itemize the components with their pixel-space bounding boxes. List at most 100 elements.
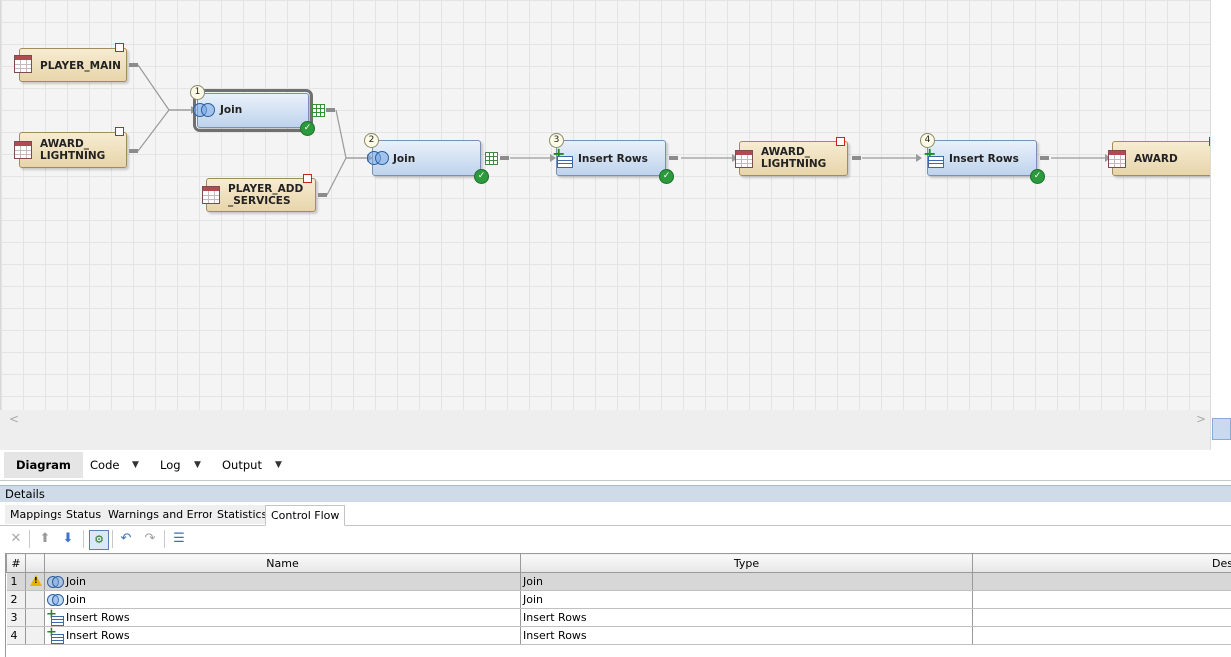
column-header-description[interactable]: Desc [972,553,1231,573]
properties-icon[interactable]: ☰ [173,531,185,546]
row-name-cell[interactable]: +Insert Rows [44,608,521,627]
transform-node-join-1[interactable]: Join ✓ [193,89,315,136]
toolbar-separator [164,530,165,548]
chevron-down-icon[interactable]: ▼ [275,460,282,470]
tab-diagram[interactable]: Diagram [4,452,83,478]
chevron-down-icon[interactable]: ▼ [132,460,139,470]
row-name-cell[interactable]: Join [44,590,521,609]
table-node-award-lightning-source[interactable]: AWARD_ LIGHTNING [14,127,127,168]
chevron-down-icon[interactable]: ▼ [194,460,201,470]
column-header-name[interactable]: Name [44,553,521,573]
node-label: Insert Rows [578,153,648,165]
auto-order-icon[interactable]: ⚙ [89,530,109,550]
row-name: Join [66,593,87,606]
node-label: AWARD [1134,153,1178,165]
table-icon [202,186,220,204]
table-icon [14,141,32,159]
tab-output[interactable]: Output [222,458,262,472]
table-node-award[interactable]: AWARD [1108,137,1211,176]
success-check-icon: ✓ [300,121,315,136]
scroll-right-icon[interactable]: > [1196,412,1207,426]
row-name-cell[interactable]: Join [44,572,521,591]
row-type: Join [520,572,973,591]
row-type: Insert Rows [520,608,973,627]
horizontal-scrollbar[interactable]: < > [0,410,1210,450]
insert-rows-icon: + [923,146,944,168]
row-name: Insert Rows [66,611,130,624]
move-up-icon[interactable]: ⬆ [39,531,51,546]
tab-mappings[interactable]: Mappings [5,505,69,524]
status-badge-icon [115,43,124,52]
row-type: Insert Rows [520,626,973,645]
tab-warnings-and-errors[interactable]: Warnings and Errors [103,505,226,524]
column-header-type[interactable]: Type [520,553,973,573]
row-description [972,608,1231,627]
scroll-left-icon[interactable]: < [9,412,20,426]
output-port[interactable] [129,63,138,67]
row-name: Join [66,575,87,588]
step-number-badge: 2 [364,133,379,148]
connection-lines [137,64,1111,196]
tab-control-flow[interactable]: Control Flow [265,505,346,526]
column-header-number[interactable]: # [6,553,26,573]
table-icon [735,150,753,168]
output-port[interactable] [129,149,138,153]
transform-node-insert-rows-2[interactable]: + Insert Rows ✓ [923,140,1045,184]
table-row[interactable]: 4 +Insert Rows Insert Rows [6,626,1231,645]
node-label: Join [393,153,416,165]
tab-statistics[interactable]: Statistics [212,505,274,524]
output-port[interactable] [318,193,327,197]
row-number: 2 [6,590,26,609]
wire-player-add-join2 [326,157,367,196]
process-diagram-canvas[interactable]: PLAYER_MAIN AWARD_ LIGHTNING Join ✓ 1 PL… [0,0,1211,410]
table-node-player-main[interactable]: PLAYER_MAIN [14,43,127,82]
column-header-flag[interactable] [25,553,45,573]
insert-rows-icon: + [552,146,573,168]
output-port[interactable] [669,156,678,160]
control-flow-toolbar: ✕ ⬆ ⬇ ⚙ ↶ ↷ ☰ [0,527,1231,552]
details-tab-bar: Mappings Status Warnings and Errors Stat… [0,504,1231,526]
table-row[interactable]: 1 Join Join [6,572,1231,591]
tab-log[interactable]: Log [160,458,181,472]
table-node-award-lightning-target[interactable]: AWARD_ LIGHTNING [735,137,848,176]
row-name-cell[interactable]: +Insert Rows [44,626,521,645]
node-label: Join [220,104,243,116]
undo-icon[interactable]: ↶ [120,531,132,546]
join-icon [47,594,64,606]
table-icon [14,55,32,73]
row-number: 1 [6,572,26,591]
view-tab-bar: Diagram Code ▼ Log ▼ Output ▼ [0,452,1231,481]
redo-icon[interactable]: ↷ [144,531,156,546]
side-panel-button[interactable] [1212,418,1231,440]
tab-code[interactable]: Code [90,458,120,472]
node-label: PLAYER_ADD _SERVICES [228,183,304,207]
output-port[interactable] [852,156,861,160]
move-down-icon[interactable]: ⬇ [62,531,74,546]
row-flag [25,626,45,645]
transform-node-join-2[interactable]: Join ✓ [367,140,489,184]
table-row[interactable]: 2 Join Join [6,590,1231,609]
work-table-icon[interactable] [485,152,498,165]
success-check-icon: ✓ [474,169,489,184]
wire-join1-join2 [335,109,367,159]
work-table-icon[interactable] [312,104,325,117]
table-row[interactable]: 3 +Insert Rows Insert Rows [6,608,1231,627]
success-check-icon: ✓ [659,169,674,184]
row-number: 4 [6,626,26,645]
wire-player-main-join1 [137,64,191,111]
toolbar-separator [83,530,84,548]
output-port[interactable] [1040,156,1049,160]
disconnect-icon[interactable]: ✕ [10,531,22,546]
row-description [972,590,1231,609]
node-label: PLAYER_MAIN [40,60,121,72]
side-panel-strip [1210,0,1231,450]
table-node-player-add-services[interactable]: PLAYER_ADD _SERVICES [202,174,316,212]
output-port[interactable] [326,108,335,112]
status-badge-icon [836,137,845,146]
tab-status[interactable]: Status [61,505,108,524]
output-port[interactable] [500,156,509,160]
transform-node-insert-rows-1[interactable]: + Insert Rows ✓ [552,140,674,184]
row-number: 3 [6,608,26,627]
details-panel-title: Details [0,485,1231,502]
node-label: AWARD_ LIGHTNING [40,138,106,162]
